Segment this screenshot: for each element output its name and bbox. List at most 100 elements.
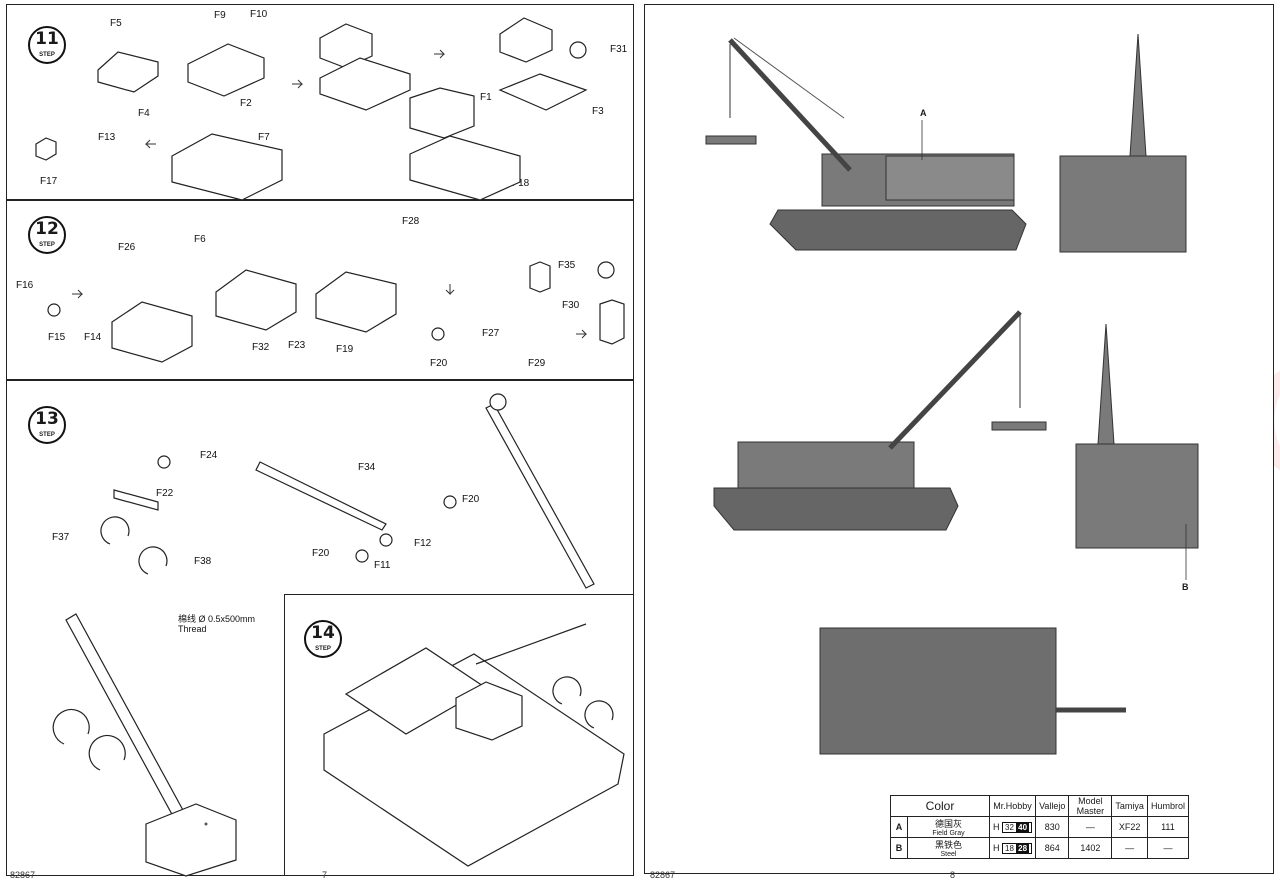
vallejo-code: 864 — [1035, 837, 1070, 859]
header-color: Color — [890, 795, 990, 817]
part-drawing — [431, 327, 445, 341]
part-label: F6 — [194, 234, 206, 245]
vehicle-views — [705, 33, 1199, 755]
crane-mast-front — [1129, 33, 1147, 157]
table-row: A 德国灰 Field Gray H 32 40 830 — XF22 111 — [890, 816, 1189, 838]
part-drawing — [319, 23, 373, 69]
part-label: F16 — [16, 280, 34, 291]
part-label: F2 — [240, 98, 252, 109]
header-mr-hobby: Mr.Hobby — [988, 795, 1037, 817]
detail-dot — [204, 822, 208, 826]
color-name-cn: 黑铁色 — [934, 840, 962, 850]
part-drawing — [319, 57, 411, 111]
header-model-master: Model Master — [1068, 795, 1113, 817]
part-drawing — [187, 43, 265, 97]
arrow-icon — [576, 329, 588, 339]
part-label: F13 — [98, 132, 116, 143]
tamiya-code: — — [1111, 837, 1148, 859]
vehicle-hull-side-2 — [737, 441, 915, 489]
part-label: F35 — [558, 260, 576, 271]
part-drawing — [255, 461, 387, 531]
part-drawing — [97, 51, 159, 93]
arrow-icon — [445, 284, 455, 296]
part-label: F4 — [138, 108, 150, 119]
part-drawing — [315, 271, 397, 333]
part-drawing — [489, 393, 507, 411]
arrow-icon — [434, 49, 446, 59]
part-label: F27 — [482, 328, 500, 339]
color-name: 德国灰 Field Gray — [907, 816, 990, 838]
part-drawing — [157, 455, 171, 469]
part-label: F20 — [430, 358, 448, 369]
part-label: F7 — [258, 132, 270, 143]
thread-note-english: Thread — [178, 624, 207, 634]
part-drawing — [455, 681, 523, 741]
part-label: F11 — [374, 560, 391, 571]
view-label-b: B — [1182, 582, 1189, 592]
arrow-icon — [72, 289, 84, 299]
part-label: F34 — [358, 462, 376, 473]
part-label: F10 — [250, 9, 268, 20]
humbrol-code: — — [1146, 837, 1189, 859]
part-drawing — [409, 135, 521, 201]
lifting-bar — [705, 135, 757, 145]
part-drawing — [597, 261, 615, 279]
view-label-a: A — [920, 108, 927, 118]
hobby-code-box: 32 40 — [1002, 821, 1033, 833]
part-label: F5 — [110, 18, 122, 29]
step-11-panel — [6, 4, 634, 200]
page-number: 7 — [322, 870, 328, 880]
crane-mast-rear — [1097, 323, 1115, 445]
table-row: B 黑铁色 Steel H 18 28 864 1402 — — — [890, 837, 1189, 859]
vehicle-tracks-2 — [713, 487, 959, 531]
vallejo-code: 830 — [1035, 816, 1070, 838]
part-drawing — [569, 41, 587, 59]
part-label: F26 — [118, 242, 136, 253]
part-label: F14 — [84, 332, 102, 343]
hobby-prefix: H — [993, 842, 1000, 853]
step-14-panel — [284, 594, 634, 876]
part-drawing — [529, 261, 551, 293]
part-label: F15 — [48, 332, 66, 343]
right-page: A B 82867 8 — [644, 4, 1274, 880]
part-drawing — [355, 549, 369, 563]
part-label: F20 — [462, 494, 480, 505]
part-label: F31 — [610, 44, 628, 55]
arrow-icon — [292, 79, 304, 89]
header-humbrol: Humbrol — [1146, 795, 1189, 817]
part-label: F3 — [592, 106, 604, 117]
right-page-frame — [644, 4, 1274, 874]
part-drawing — [113, 489, 159, 511]
arrow-icon — [144, 139, 156, 149]
part-label: F28 — [402, 216, 420, 227]
header-vallejo: Vallejo — [1035, 795, 1070, 817]
lifting-bar-2 — [991, 421, 1047, 431]
vehicle-rear-view — [1075, 443, 1199, 549]
part-label: F29 — [528, 358, 546, 369]
part-label: F17 — [40, 176, 58, 187]
part-label: F24 — [200, 450, 218, 461]
color-name-cn: 德国灰 — [934, 819, 962, 829]
part-drawing — [552, 676, 582, 705]
part-drawing — [100, 516, 130, 545]
mr-hobby-code: H 32 40 — [988, 816, 1037, 838]
part-label: F37 — [52, 532, 70, 543]
part-drawing — [409, 87, 475, 139]
color-name-en: Steel — [940, 851, 957, 858]
part-drawing — [47, 303, 61, 317]
part-label: F32 — [252, 342, 270, 353]
part-drawing — [88, 734, 126, 771]
part-drawing — [111, 301, 193, 363]
part-drawing — [485, 403, 595, 589]
assembly-drawings-left — [35, 17, 625, 877]
part-drawing — [584, 700, 614, 729]
color-table-header: Color Mr.Hobby Vallejo Model Master Tami… — [890, 795, 1189, 817]
part-label: F18 — [512, 178, 530, 189]
step-12-panel — [6, 200, 634, 380]
part-label: F20 — [312, 548, 330, 559]
part-drawing — [171, 133, 283, 201]
color-table: Color Mr.Hobby Vallejo Model Master Tami… — [890, 795, 1189, 859]
part-drawing — [498, 73, 588, 111]
